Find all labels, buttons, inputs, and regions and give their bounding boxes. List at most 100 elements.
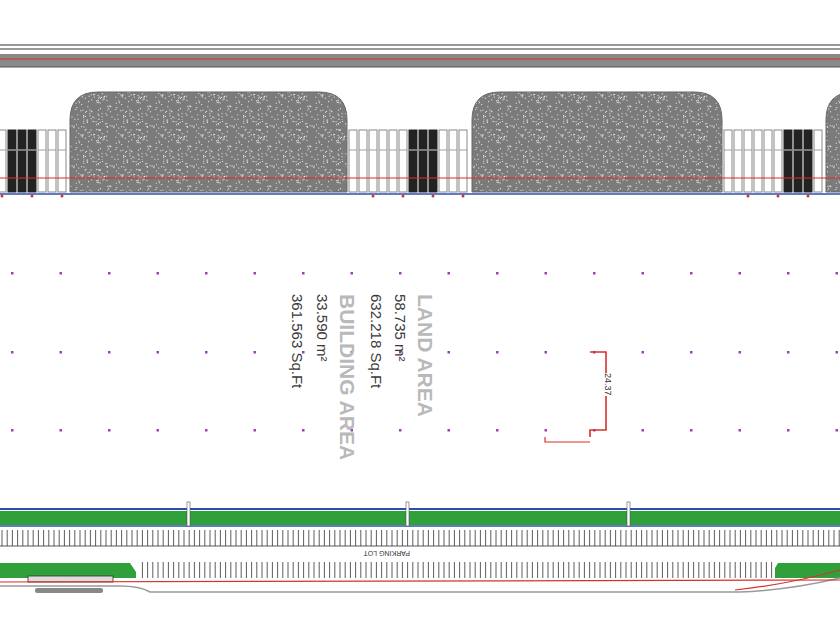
stall-line xyxy=(636,562,637,578)
stall-line xyxy=(646,562,647,578)
dock-mark xyxy=(399,150,407,151)
stall-line xyxy=(397,562,398,578)
stippled-structure xyxy=(70,92,347,192)
stall-line xyxy=(230,530,231,546)
dock-door xyxy=(419,130,427,192)
stall-line xyxy=(334,562,335,578)
dock-door xyxy=(8,130,16,192)
grid-dot xyxy=(351,272,354,275)
dimension-text: 24.37 xyxy=(603,373,612,396)
stall-line xyxy=(168,530,169,546)
stall-line xyxy=(345,562,346,578)
road-band xyxy=(0,54,840,67)
green-strip xyxy=(0,511,840,525)
stall-line xyxy=(615,562,616,578)
stall-line xyxy=(433,530,434,546)
stall-line xyxy=(199,530,200,546)
dock-mark xyxy=(744,150,752,151)
dock-door xyxy=(48,130,56,192)
column-grid xyxy=(11,272,838,432)
stall-line xyxy=(272,562,273,578)
stall-line xyxy=(537,562,538,578)
stall-line xyxy=(371,530,372,546)
dock-door xyxy=(38,130,46,192)
dock-marker xyxy=(402,195,405,198)
dock-mark xyxy=(38,150,46,151)
stall-line xyxy=(724,530,725,546)
stall-line xyxy=(38,530,39,546)
stall-line xyxy=(262,562,263,578)
stall-line xyxy=(288,562,289,578)
stall-line xyxy=(199,562,200,578)
stall-line xyxy=(366,530,367,546)
stall-line xyxy=(652,530,653,546)
stall-line xyxy=(516,530,517,546)
stall-line xyxy=(17,530,18,546)
stall-line xyxy=(532,530,533,546)
dock-door xyxy=(764,130,772,192)
stall-line xyxy=(730,530,731,546)
stall-line xyxy=(589,562,590,578)
stall-line xyxy=(142,530,143,546)
stall-line xyxy=(808,530,809,546)
dock-door xyxy=(409,130,417,192)
stall-line xyxy=(158,530,159,546)
grid-dot xyxy=(157,272,160,275)
dock-mark xyxy=(48,150,56,151)
grid-dot xyxy=(60,351,63,354)
stall-line xyxy=(511,562,512,578)
stall-line xyxy=(288,530,289,546)
dock-door xyxy=(389,130,397,192)
grid-dot xyxy=(11,351,14,354)
dock-mark xyxy=(28,150,36,151)
stall-line xyxy=(672,562,673,578)
stall-line xyxy=(272,530,273,546)
dock-door xyxy=(359,130,367,192)
road-edge xyxy=(0,67,840,68)
stall-line xyxy=(298,562,299,578)
stall-line xyxy=(542,562,543,578)
stall-line xyxy=(402,562,403,578)
stall-line xyxy=(282,562,283,578)
stall-line xyxy=(241,530,242,546)
stall-line xyxy=(782,530,783,546)
stall-line xyxy=(641,562,642,578)
stall-line xyxy=(490,562,491,578)
stall-line xyxy=(152,562,153,578)
dock-marker xyxy=(747,195,750,198)
stall-line xyxy=(360,562,361,578)
stall-line xyxy=(64,530,65,546)
stall-line xyxy=(698,530,699,546)
stall-line xyxy=(475,530,476,546)
grid-dot xyxy=(642,351,645,354)
dock-mark xyxy=(359,150,367,151)
boundary-line xyxy=(735,570,840,590)
stall-line xyxy=(485,530,486,546)
stall-line xyxy=(184,530,185,546)
grid-dot xyxy=(399,272,402,275)
stall-line xyxy=(719,562,720,578)
stall-line xyxy=(69,530,70,546)
stall-line xyxy=(704,562,705,578)
stall-line xyxy=(584,530,585,546)
dock-mark xyxy=(429,150,437,151)
dock-door xyxy=(744,130,752,192)
dock-door xyxy=(439,130,447,192)
stall-line xyxy=(750,530,751,546)
grid-dot xyxy=(593,272,596,275)
stall-line xyxy=(386,562,387,578)
dock-door xyxy=(369,130,377,192)
stall-line xyxy=(459,562,460,578)
stall-line xyxy=(355,530,356,546)
gate-bar xyxy=(35,588,103,593)
stall-line xyxy=(412,562,413,578)
dock-mark xyxy=(449,150,457,151)
stall-line xyxy=(558,530,559,546)
stall-line xyxy=(657,530,658,546)
stall-line xyxy=(173,562,174,578)
stall-line xyxy=(464,530,465,546)
stall-line xyxy=(324,530,325,546)
grid-dot xyxy=(496,351,499,354)
stall-line xyxy=(132,530,133,546)
stall-line xyxy=(43,530,44,546)
